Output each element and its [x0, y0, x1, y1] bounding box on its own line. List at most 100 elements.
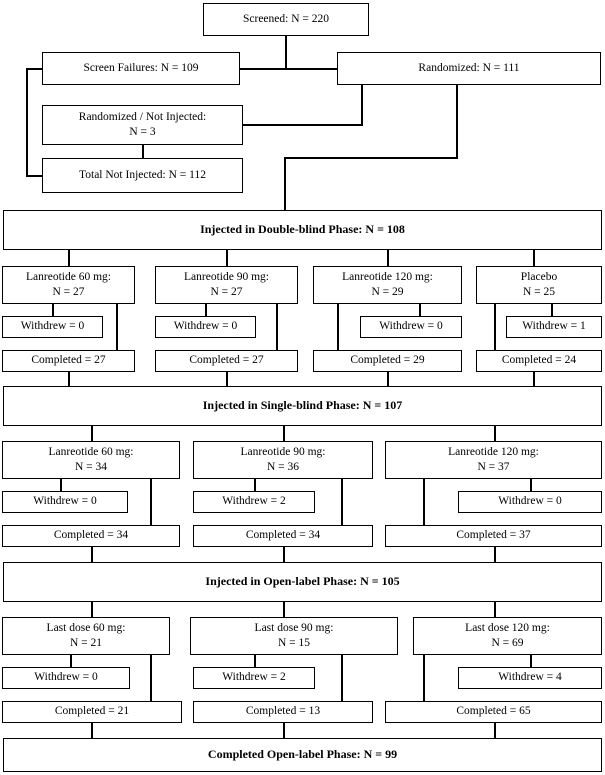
node-sb-arm-3-withdrew: Withdrew = 0: [458, 491, 602, 513]
node-randomized-not-injected: Randomized / Not Injected: N = 3: [42, 105, 243, 145]
node-db-arm-3: Lanreotide 120 mg: N = 29: [313, 266, 462, 304]
node-sb-arm-1: Lanreotide 60 mg: N = 34: [2, 441, 180, 479]
node-sb-arm-1-completed: Completed = 34: [2, 525, 180, 547]
connector-sb-arm-2-bypass: [341, 478, 343, 526]
node-randomized-label: Randomized: N = 111: [418, 61, 520, 74]
banner-open-label-phase-label: Injected in Open-label Phase: N = 105: [205, 574, 400, 589]
connector-ol-completed-1-down: [91, 722, 93, 739]
connector-db-completed-4-down: [533, 371, 535, 387]
node-db-arm-3-withdrew: Withdrew = 0: [360, 316, 462, 338]
node-ol-arm-1-completed: Completed = 21: [2, 701, 182, 723]
node-sb-arm-2-withdrew: Withdrew = 2: [193, 491, 315, 513]
node-ol-arm-3-line2: N = 69: [491, 637, 524, 649]
banner-double-blind-phase: Injected in Double-blind Phase: N = 108: [3, 210, 602, 250]
connector-sb-stem-2: [283, 425, 285, 442]
connector-ol-arm-3-to-withdrew: [530, 654, 532, 668]
banner-completed-open-label-phase-label: Completed Open-label Phase: N = 99: [207, 747, 398, 762]
node-db-arm-1-withdrew: Withdrew = 0: [2, 316, 103, 338]
connector-sf-to-rail: [26, 68, 44, 70]
connector-db-arm-1-to-withdrew: [52, 303, 54, 317]
node-total-not-injected: Total Not Injected: N = 112: [42, 158, 243, 193]
connector-db-arm-2-bypass: [276, 303, 278, 351]
node-ol-arm-1-line2: N = 21: [69, 637, 103, 649]
connector-sb-completed-1-down: [91, 546, 93, 563]
node-sb-arm-1-line2: N = 34: [74, 461, 108, 473]
node-db-arm-1-completed: Completed = 27: [2, 350, 135, 372]
node-db-arm-2-withdrew-label: Withdrew = 0: [173, 320, 238, 333]
node-sb-arm-1-line1: Lanreotide 60 mg:: [48, 445, 134, 458]
node-sb-arm-3-withdrew-label: Withdrew = 0: [498, 495, 562, 508]
node-db-arm-2-completed: Completed = 27: [155, 350, 298, 372]
node-randomized-not-injected-line2: N = 3: [129, 126, 156, 138]
connector-ol-arm-1-to-withdrew: [70, 654, 72, 668]
node-ol-arm-1: Last dose 60 mg: N = 21: [2, 617, 170, 655]
node-db-arm-1-withdrew-label: Withdrew = 0: [20, 320, 85, 333]
connector-sb-stem-1: [91, 425, 93, 442]
node-db-arm-3-completed-label: Completed = 29: [350, 354, 425, 367]
connector-ol-completed-2-down: [283, 722, 285, 739]
node-db-arm-4-line2: N = 25: [522, 286, 556, 298]
node-randomized-not-injected-line1: Randomized / Not Injected:: [78, 110, 207, 123]
connector-rail-to-total: [26, 175, 44, 177]
connector-db-arm-3-to-withdrew: [419, 303, 421, 317]
node-db-arm-4-line1: Placebo: [520, 270, 558, 283]
connector-db-stem-2: [226, 249, 228, 267]
connector-db-completed-1-down: [68, 371, 70, 387]
node-db-arm-2-line1: Lanreotide 90 mg:: [184, 270, 269, 283]
connector-sb-arm-1-to-withdrew: [60, 478, 62, 492]
node-ol-arm-3-line1: Last dose 120 mg:: [465, 621, 550, 634]
connector-db-arm-2-to-withdrew: [205, 303, 207, 317]
node-db-arm-1-completed-label: Completed = 27: [31, 354, 106, 367]
node-db-arm-2-completed-label: Completed = 27: [189, 354, 264, 367]
connector-randomized-down: [456, 85, 458, 158]
node-db-arm-4-completed-label: Completed = 24: [501, 354, 577, 367]
connector-db-stem-1: [68, 249, 70, 267]
connector-db-arm-3-bypass: [337, 303, 339, 351]
connector-ol-arm-3-bypass: [423, 654, 425, 702]
connector-db-stem-3: [387, 249, 389, 267]
connector-randomized-to-notinjected-v: [361, 85, 363, 126]
node-ol-arm-1-line1: Last dose 60 mg:: [46, 621, 126, 634]
node-ol-arm-1-withdrew-label: Withdrew = 0: [34, 671, 98, 684]
node-screened: Screened: N = 220: [203, 3, 369, 36]
node-sb-arm-2-line1: Lanreotide 90 mg:: [240, 445, 326, 458]
connector-sb-stem-3: [494, 425, 496, 442]
node-ol-arm-2-completed: Completed = 13: [193, 701, 373, 723]
node-db-arm-4: Placebo N = 25: [476, 266, 602, 304]
node-db-arm-2: Lanreotide 90 mg: N = 27: [155, 266, 298, 304]
node-db-arm-3-line2: N = 29: [371, 286, 404, 298]
node-ol-arm-1-withdrew: Withdrew = 0: [2, 667, 130, 689]
node-db-arm-4-withdrew: Withdrew = 1: [506, 316, 602, 338]
node-db-arm-3-line1: Lanreotide 120 mg:: [342, 270, 433, 283]
node-ol-arm-3-withdrew: Withdrew = 4: [458, 667, 602, 689]
node-db-arm-3-completed: Completed = 29: [313, 350, 462, 372]
node-randomized: Randomized: N = 111: [337, 52, 601, 85]
banner-single-blind-phase: Injected in Single-blind Phase: N = 107: [3, 386, 602, 426]
node-sb-arm-1-completed-label: Completed = 34: [53, 529, 129, 542]
connector-sb-completed-3-down: [494, 546, 496, 563]
node-sb-arm-3-line2: N = 37: [477, 461, 510, 473]
node-total-not-injected-label: Total Not Injected: N = 112: [79, 168, 206, 181]
node-db-arm-4-withdrew-label: Withdrew = 1: [522, 320, 586, 333]
connector-db-arm-1-bypass: [116, 303, 118, 351]
node-ol-arm-2-withdrew: Withdrew = 2: [193, 667, 315, 689]
banner-single-blind-phase-label: Injected in Single-blind Phase: N = 107: [202, 398, 403, 413]
connector-ol-arm-2-bypass: [341, 654, 343, 702]
node-sb-arm-3-line1: Lanreotide 120 mg:: [448, 445, 539, 458]
node-ol-arm-2-line2: N = 15: [277, 637, 311, 649]
node-sb-arm-1-withdrew-label: Withdrew = 0: [33, 495, 97, 508]
connector-sb-arm-3-bypass: [423, 478, 425, 526]
node-ol-arm-2-completed-label: Completed = 13: [245, 705, 321, 718]
connector-db-completed-3-down: [387, 371, 389, 387]
connector-to-double-blind-banner: [284, 157, 286, 211]
node-ol-arm-1-completed-label: Completed = 21: [54, 705, 130, 718]
connector-left-rail: [26, 68, 28, 176]
node-db-arm-1: Lanreotide 60 mg: N = 27: [2, 266, 135, 304]
banner-open-label-phase: Injected in Open-label Phase: N = 105: [3, 562, 602, 602]
node-sb-arm-3: Lanreotide 120 mg: N = 37: [385, 441, 602, 479]
node-ol-arm-3-completed: Completed = 65: [385, 701, 602, 723]
connector-sb-arm-1-bypass: [150, 478, 152, 526]
banner-double-blind-phase-label: Injected in Double-blind Phase: N = 108: [200, 222, 405, 237]
connector-sb-arm-3-to-withdrew: [530, 478, 532, 492]
